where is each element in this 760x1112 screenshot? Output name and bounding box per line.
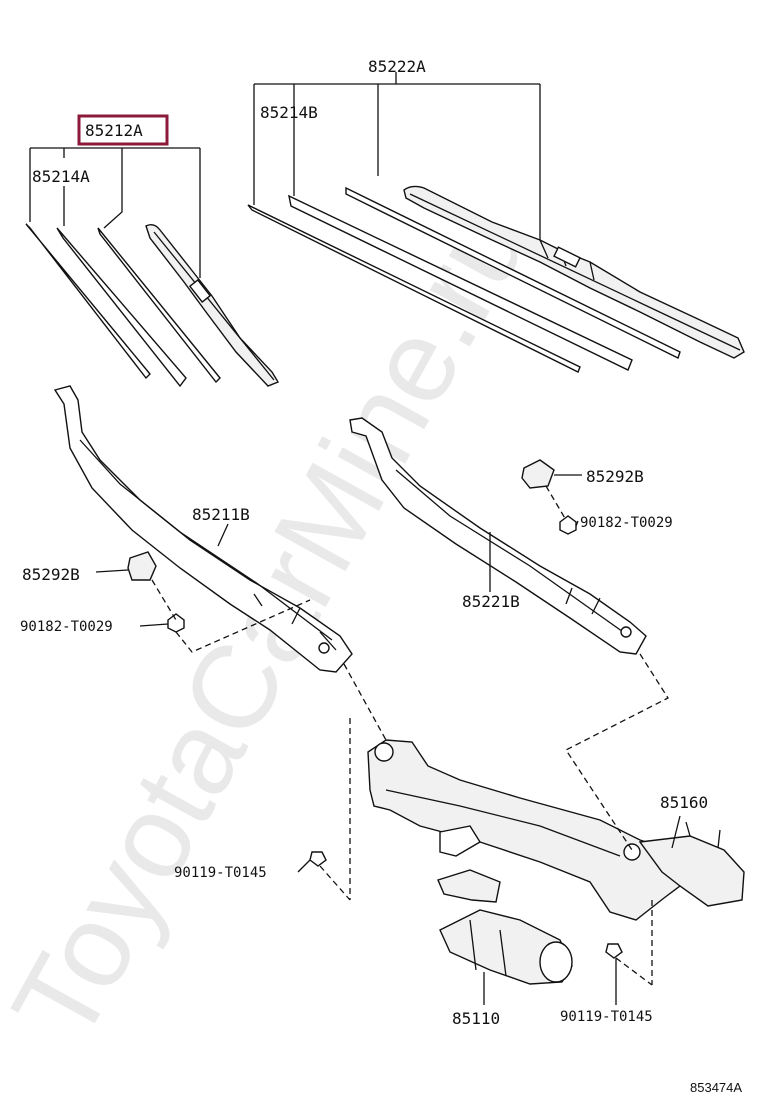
label-85222A: 85222A bbox=[368, 57, 426, 76]
label-85211B: 85211B bbox=[192, 505, 250, 524]
label-90182-T0029-left: 90182-T0029 bbox=[20, 619, 113, 635]
left-blade-backing-strip bbox=[56, 227, 187, 388]
label-85292B-right: 85292B bbox=[586, 467, 644, 486]
leader-lines bbox=[95, 474, 681, 1005]
left-wiper-arm bbox=[53, 385, 353, 673]
right-hex-nut bbox=[559, 515, 577, 535]
link-rod-end bbox=[439, 825, 481, 857]
label-90119-T0145-left: 90119-T0145 bbox=[174, 865, 267, 881]
left-pivot-shaft bbox=[374, 742, 394, 762]
left-arm-pivot-cap bbox=[318, 642, 330, 654]
label-85110: 85110 bbox=[452, 1009, 500, 1028]
label-85214A: 85214A bbox=[32, 167, 90, 186]
figure-code: 853474A bbox=[690, 1080, 742, 1095]
label-85214B: 85214B bbox=[260, 103, 318, 122]
right-pivot-shaft bbox=[623, 843, 641, 861]
left-wiper-blade-assembly bbox=[25, 114, 280, 388]
right-pivot-cover-cap bbox=[521, 459, 555, 489]
label-90119-T0145-right: 90119-T0145 bbox=[560, 1009, 653, 1025]
label-90182-T0029-right: 90182-T0029 bbox=[580, 515, 673, 531]
label-85292B-left: 85292B bbox=[22, 565, 80, 584]
left-hex-nut bbox=[167, 613, 185, 633]
left-pivot-cover-cap bbox=[127, 551, 157, 581]
highlight-box-85212A bbox=[77, 114, 169, 146]
wiper-motor bbox=[437, 869, 573, 985]
wiper-link-frame bbox=[367, 739, 689, 921]
blade-backing-strip bbox=[288, 194, 633, 371]
wiper-link-assembly bbox=[367, 739, 745, 921]
mounting-bolts bbox=[309, 851, 623, 959]
left-mounting-bolt bbox=[309, 851, 327, 867]
right-arm-pivot-cap bbox=[620, 626, 632, 638]
left-blade-rubber-strip bbox=[25, 223, 151, 380]
left-wiper-blade bbox=[145, 223, 280, 387]
blade-vertebra-strip bbox=[345, 186, 681, 359]
blade-adapter-clip bbox=[553, 246, 581, 268]
left-wiper-arm-body bbox=[53, 385, 353, 673]
label-85221B: 85221B bbox=[462, 592, 520, 611]
label-85160: 85160 bbox=[660, 793, 708, 812]
label-85212A: 85212A bbox=[85, 121, 143, 140]
dashed-guide-lines bbox=[151, 485, 669, 986]
left-blade-vertebra bbox=[97, 227, 221, 384]
pivot-caps-and-nuts bbox=[127, 459, 577, 633]
motor-crank-arm bbox=[437, 869, 501, 903]
right-mounting-bolt bbox=[605, 943, 623, 959]
right-wiper-blade-assembly bbox=[247, 72, 745, 373]
left-blade-adapter bbox=[188, 279, 212, 303]
link-bracket-85160 bbox=[638, 835, 745, 907]
motor-end-cap bbox=[539, 941, 573, 983]
blade-rubber-strip bbox=[247, 204, 581, 373]
